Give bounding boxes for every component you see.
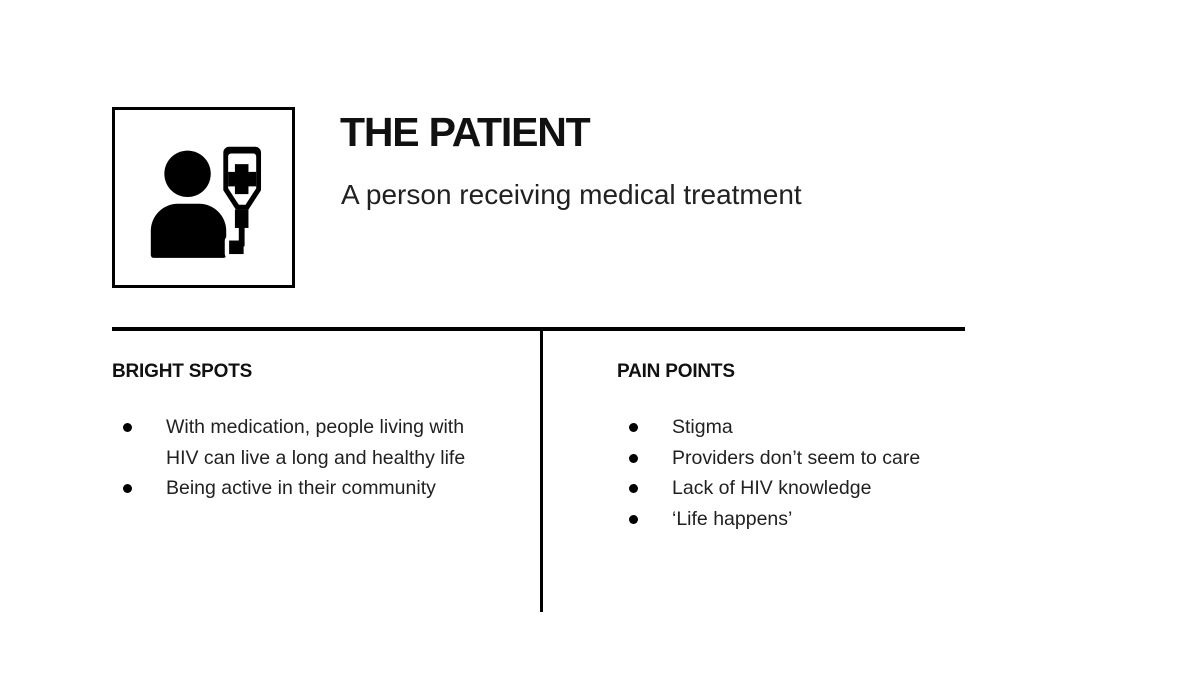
pain-points-list: Stigma Providers don’t seem to care Lack… [617,412,977,534]
bullet-icon [629,514,638,524]
list-item-text: Lack of HIV knowledge [672,477,872,499]
bullet-icon [123,484,132,493]
horizontal-divider [112,327,965,331]
page-subtitle: A person receiving medical treatment [341,179,802,210]
list-item-text: Being active in their community [166,477,436,499]
patient-icon-box [112,107,295,288]
list-item: Lack of HIV knowledge [617,473,977,504]
vertical-divider [540,327,543,612]
list-item-text: ‘Life happens’ [672,507,793,530]
page-title: THE PATIENT [340,109,591,155]
list-item: ‘Life happens’ [617,504,977,535]
bullet-icon [629,484,638,493]
list-item: Being active in their community [112,473,532,504]
list-item-text: Providers don’t seem to care [672,446,921,469]
list-item: With medication, people living with HIV … [112,412,532,473]
list-item-text: With medication, people living with HIV … [166,416,466,469]
pain-points-heading: PAIN POINTS [617,361,735,382]
list-item: Stigma [617,412,977,443]
bullet-icon [123,423,132,432]
list-item: Providers don’t seem to care [617,443,977,474]
patient-iv-drip-icon [150,142,266,259]
bright-spots-list: With medication, people living with HIV … [112,412,532,504]
list-item-text: Stigma [672,416,733,438]
bullet-icon [629,423,638,432]
bright-spots-section: BRIGHT SPOTS With medication, people liv… [112,360,532,504]
bullet-icon [629,453,638,463]
bright-spots-heading: BRIGHT SPOTS [112,361,253,382]
pain-points-section: PAIN POINTS Stigma Providers don’t seem … [617,360,977,534]
